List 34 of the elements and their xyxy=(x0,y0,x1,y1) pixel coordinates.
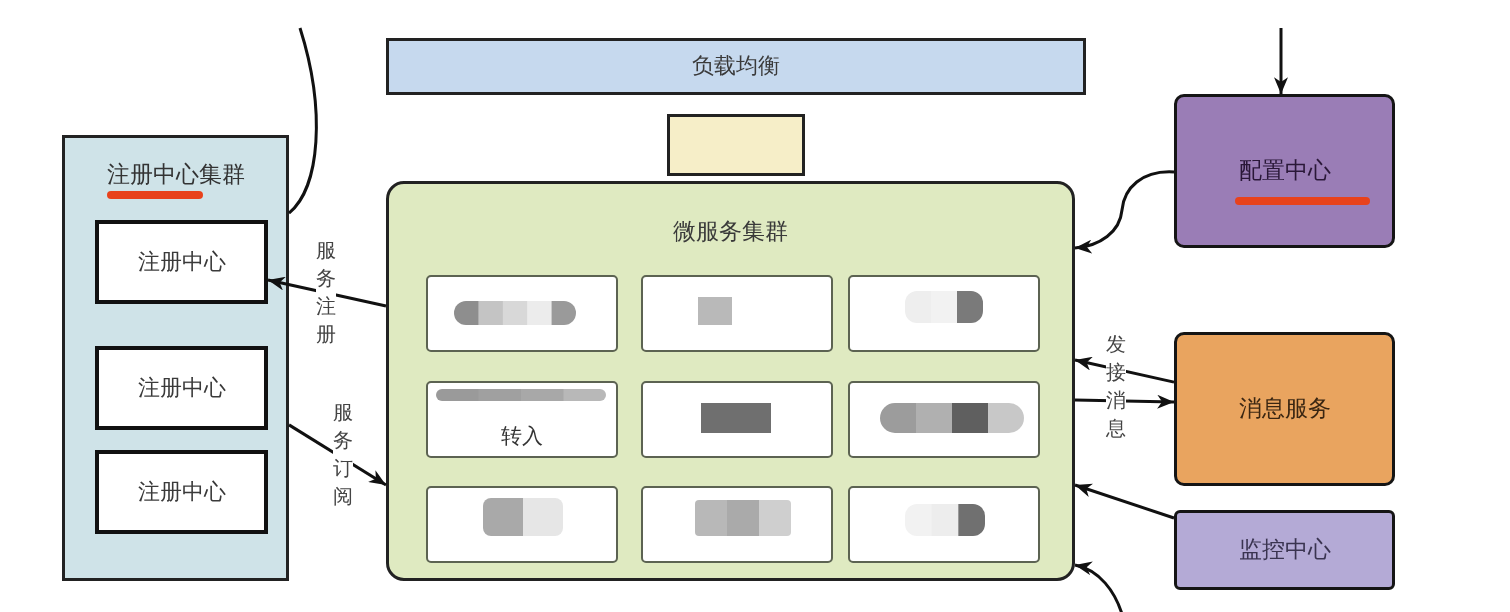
connector-line xyxy=(287,27,318,215)
config-center-box xyxy=(1174,94,1395,248)
service-box xyxy=(426,486,618,563)
panel-heading: 注册中心集群 xyxy=(106,160,245,189)
arrow xyxy=(1074,483,1175,520)
registry-box xyxy=(95,346,268,430)
load-balancer-band xyxy=(386,38,1086,95)
service-box xyxy=(426,381,618,458)
monitor-center-box xyxy=(1174,510,1395,590)
arrow xyxy=(1074,170,1174,253)
registry-cluster-panel xyxy=(62,135,289,581)
service-box xyxy=(641,275,833,352)
box-label: 消息服务 xyxy=(1238,394,1331,424)
box-label: 转入 xyxy=(501,422,543,450)
service-box xyxy=(641,486,833,563)
service-box xyxy=(426,275,618,352)
box-label: 负载均衡 xyxy=(692,52,780,81)
arrow xyxy=(1074,562,1124,612)
box-label: 注册中心 xyxy=(137,373,226,402)
box-label: 注册中心 xyxy=(137,247,226,276)
panel-heading: 微服务集群 xyxy=(673,217,788,246)
service-box xyxy=(848,381,1040,458)
service-box xyxy=(848,486,1040,563)
microservice-cluster-panel xyxy=(386,181,1075,581)
service-box xyxy=(848,275,1040,352)
empty-box xyxy=(667,114,805,176)
registry-box xyxy=(95,220,268,304)
message-service-box xyxy=(1174,332,1395,486)
registry-box xyxy=(95,450,268,534)
box-label: 监控中心 xyxy=(1238,535,1331,565)
arrow xyxy=(1274,28,1288,94)
service-box xyxy=(641,381,833,458)
box-label: 配置中心 xyxy=(1238,156,1331,186)
box-label: 注册中心 xyxy=(137,477,226,506)
